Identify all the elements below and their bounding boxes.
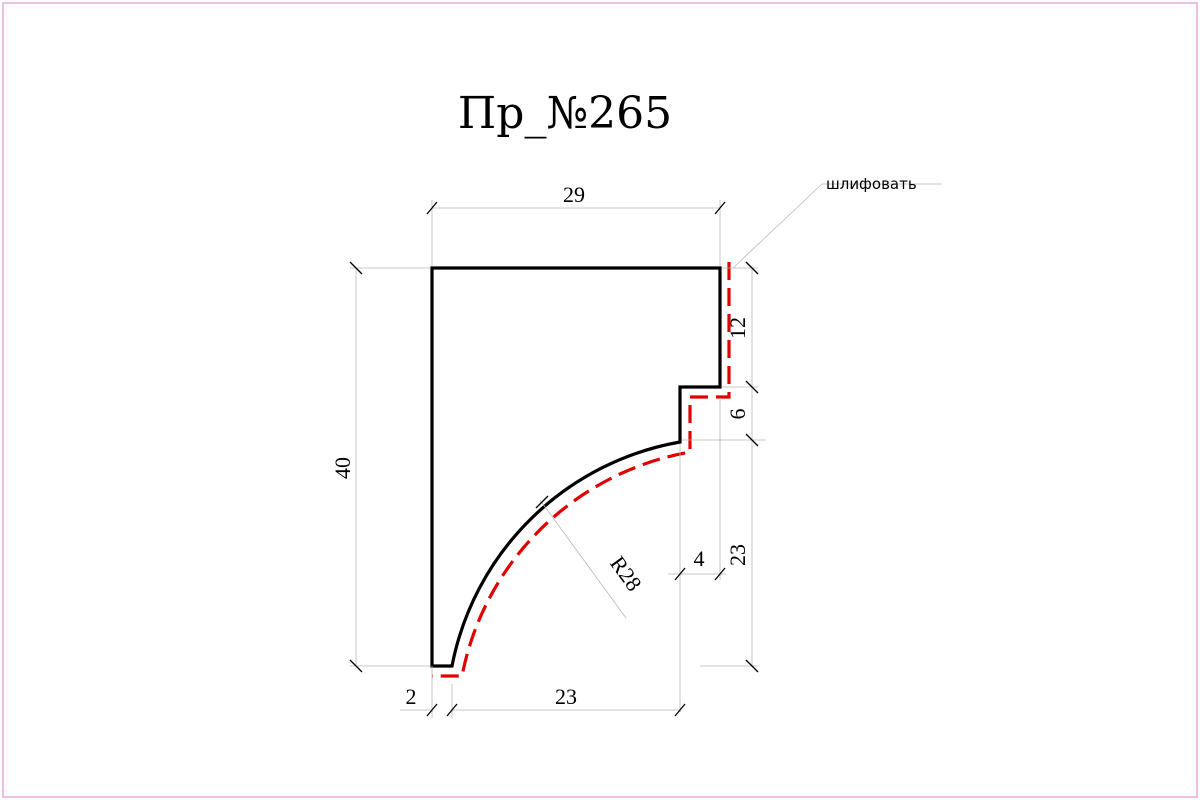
dim-label-total-height: 40 [330, 457, 355, 479]
dimension-top-width: 29 [426, 182, 726, 266]
note-leader [732, 183, 823, 269]
dimension-right-chain: 12 6 23 [682, 261, 766, 673]
grind-note: шлифовать [826, 175, 917, 193]
drawing-title: Пр_№265 [458, 88, 672, 139]
profile-section [430, 266, 722, 668]
dim-label-step-top: 12 [725, 317, 750, 339]
dim-label-bottom-offset: 2 [406, 684, 417, 709]
dim-label-step-middle: 6 [725, 409, 750, 420]
dim-label-arc-vertical: 23 [725, 544, 750, 566]
dim-label-step-width: 4 [694, 546, 705, 571]
dimension-total-height: 40 [330, 261, 430, 673]
dim-label-radius: R28 [605, 551, 647, 595]
dim-label-bottom-width: 23 [555, 684, 577, 709]
grind-line [432, 262, 731, 678]
dimension-bottom: 2 23 [400, 666, 686, 718]
dim-label-top-width: 29 [563, 182, 585, 207]
dimension-step-width: 4 [668, 398, 726, 712]
dimension-radius: R28 [535, 495, 647, 619]
